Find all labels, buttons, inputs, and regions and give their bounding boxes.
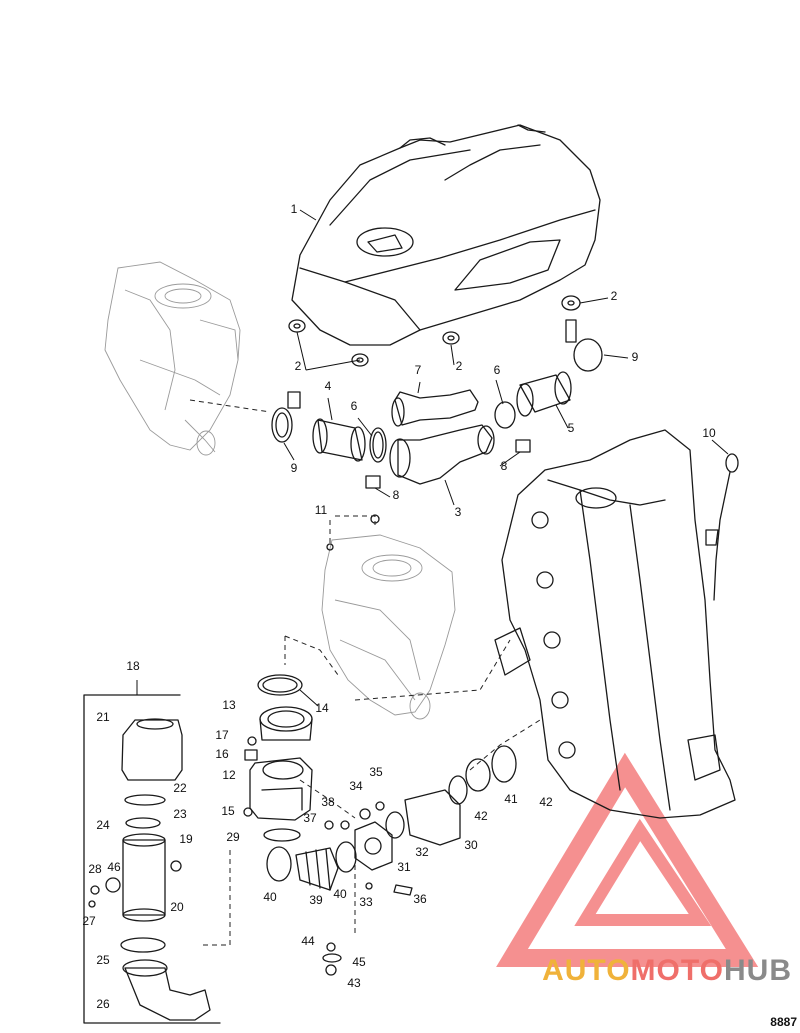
callout-c22: 22 (173, 781, 187, 795)
filter-assembly-box (83, 694, 221, 1024)
callout-c24: 24 (96, 818, 110, 832)
callout-c8b: 8 (501, 459, 508, 473)
assembly-dashed-lines (189, 399, 541, 946)
watermark-moto: MOTO (631, 954, 724, 987)
dipstick (705, 453, 739, 601)
callout-c33: 33 (359, 895, 373, 909)
callout-c7: 7 (415, 363, 422, 377)
callout-c16: 16 (215, 747, 229, 761)
callout-c34: 34 (349, 779, 363, 793)
callout-c2a: 2 (611, 289, 618, 303)
supercharger-ghost-middle (321, 534, 456, 720)
callout-c5: 5 (568, 421, 575, 435)
callout-c9b: 9 (632, 350, 639, 364)
callout-c9a: 9 (291, 461, 298, 475)
callout-c14: 14 (315, 701, 329, 715)
grommet-parts (288, 295, 581, 367)
callout-c10: 10 (702, 426, 716, 440)
watermark-hub: HUB (724, 954, 792, 987)
callout-c45: 45 (352, 955, 366, 969)
callout-c2c: 2 (456, 359, 463, 373)
callout-c17: 17 (215, 728, 229, 742)
figure-code: 8887 (770, 1015, 797, 1029)
intake-hoses (271, 319, 603, 489)
callout-c1: 1 (291, 202, 298, 216)
supercharger-ghost-upper (104, 261, 241, 456)
callout-c21: 21 (96, 710, 110, 724)
callout-c13: 13 (222, 698, 236, 712)
callout-c19: 19 (179, 832, 193, 846)
callout-c39: 39 (309, 893, 323, 907)
callout-c25: 25 (96, 953, 110, 967)
callout-c6a: 6 (351, 399, 358, 413)
callout-c2b: 2 (295, 359, 302, 373)
watermark-text: AUTOMOTOHUB (542, 954, 792, 987)
callout-c26: 26 (96, 997, 110, 1011)
callout-c4: 4 (325, 379, 332, 393)
throttle-assembly (243, 514, 517, 976)
callout-c32: 32 (415, 845, 429, 859)
callout-c8a: 8 (393, 488, 400, 502)
callout-leaders (136, 209, 729, 707)
callout-c12: 12 (222, 768, 236, 782)
engine-block (494, 429, 736, 819)
callout-c41: 41 (504, 792, 518, 806)
callout-c40a: 40 (263, 890, 277, 904)
callout-c28: 28 (88, 862, 102, 876)
callout-c37: 37 (303, 811, 317, 825)
callout-c23: 23 (173, 807, 187, 821)
watermark-logo-icon (496, 752, 759, 967)
callout-c18: 18 (126, 659, 140, 673)
callout-c43: 43 (347, 976, 361, 990)
callout-c38: 38 (321, 795, 335, 809)
callout-c20: 20 (170, 900, 184, 914)
callout-c6b: 6 (494, 363, 501, 377)
callout-c31: 31 (397, 860, 411, 874)
callout-c46: 46 (107, 860, 121, 874)
callout-c11: 11 (315, 503, 328, 517)
callout-c15: 15 (221, 804, 235, 818)
watermark-auto: AUTO (542, 954, 630, 987)
callout-c36: 36 (413, 892, 427, 906)
callout-c29: 29 (226, 830, 240, 844)
callout-c40b: 40 (333, 887, 347, 901)
callout-c44: 44 (301, 934, 315, 948)
callout-c27: 27 (82, 914, 96, 928)
engine-cover (291, 124, 601, 346)
callout-c42b: 42 (539, 795, 553, 809)
callout-c3: 3 (455, 505, 462, 519)
callout-c30: 30 (464, 838, 478, 852)
callout-c35: 35 (369, 765, 383, 779)
callout-c42a: 42 (474, 809, 488, 823)
